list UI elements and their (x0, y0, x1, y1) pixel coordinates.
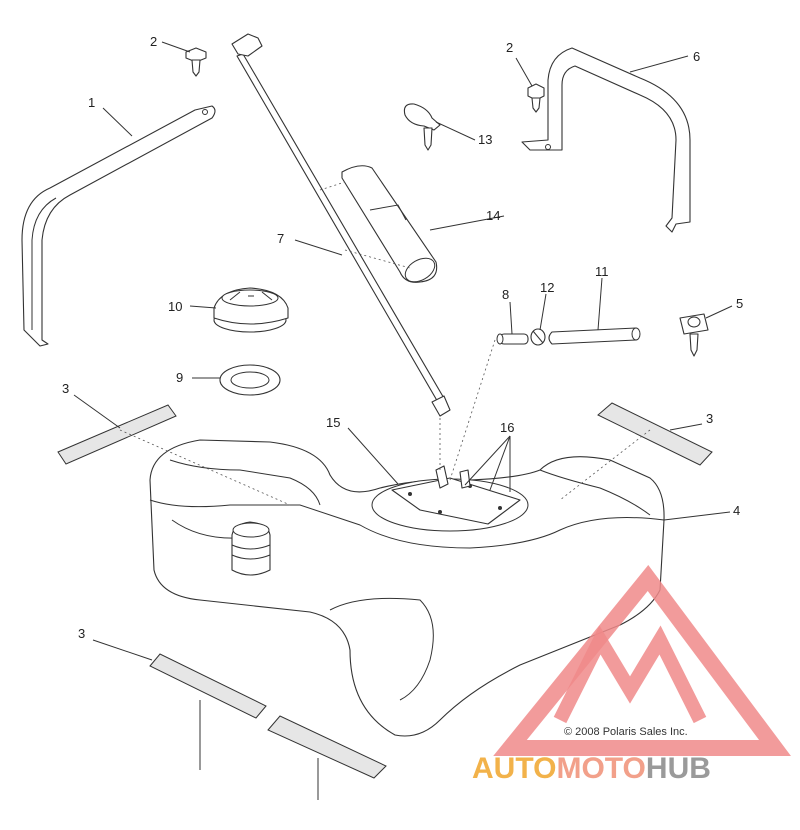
callout-label: 3 (78, 626, 85, 641)
callout-label: 14 (486, 208, 500, 223)
copyright-notice: © 2008 Polaris Sales Inc. (564, 726, 688, 738)
grommet (679, 313, 709, 357)
pad-lower-right (267, 715, 387, 779)
wordmark-moto: MOTO (556, 752, 645, 785)
automotohub-logo (493, 564, 791, 756)
hose-clip (403, 103, 441, 151)
callout-label: 13 (478, 132, 492, 147)
callouts: 1 2 2 3 3 3 4 5 6 7 8 9 10 11 12 13 14 1… (62, 34, 743, 641)
fitting (496, 333, 529, 345)
wordmark-hub: HUB (646, 752, 711, 785)
callout-label: 1 (88, 95, 95, 110)
callout-label: 6 (693, 49, 700, 64)
hose-clamp (530, 328, 546, 346)
pad-upper-right (597, 402, 713, 466)
callout-label: 9 (176, 370, 183, 385)
leader-lines (73, 41, 733, 661)
pad-upper-left (57, 404, 177, 465)
callout-label: 3 (706, 411, 713, 426)
callout-label: 5 (736, 296, 743, 311)
screw-left (185, 47, 207, 77)
callout-label: 15 (326, 415, 340, 430)
vent-line (231, 33, 451, 417)
wordmark-auto: AUTO (472, 752, 556, 785)
callout-label: 7 (277, 231, 284, 246)
callout-label: 10 (168, 299, 182, 314)
callout-label: 2 (506, 40, 513, 55)
fuel-cap (213, 287, 289, 333)
logo-triangle-icon (493, 564, 791, 756)
strap-right (521, 47, 691, 233)
callout-label: 2 (150, 34, 157, 49)
gasket (219, 364, 281, 396)
fuel-hose (548, 327, 641, 345)
fuel-tank (149, 439, 665, 737)
callout-label: 8 (502, 287, 509, 302)
callout-label: 12 (540, 280, 554, 295)
hose-sleeve (341, 165, 438, 283)
callout-label: 16 (500, 420, 514, 435)
logo-m-icon (553, 625, 707, 724)
callout-label: 11 (595, 264, 609, 279)
watermark-wordmark: AUTOMOTOHUB (472, 752, 711, 785)
pad-lower-left (149, 653, 267, 719)
callout-label: 4 (733, 503, 740, 518)
callout-label: 3 (62, 381, 69, 396)
svg-text:AUTOMOTOHUB: AUTOMOTOHUB (472, 752, 711, 785)
screw-right (527, 83, 545, 113)
strap-left (21, 105, 216, 347)
